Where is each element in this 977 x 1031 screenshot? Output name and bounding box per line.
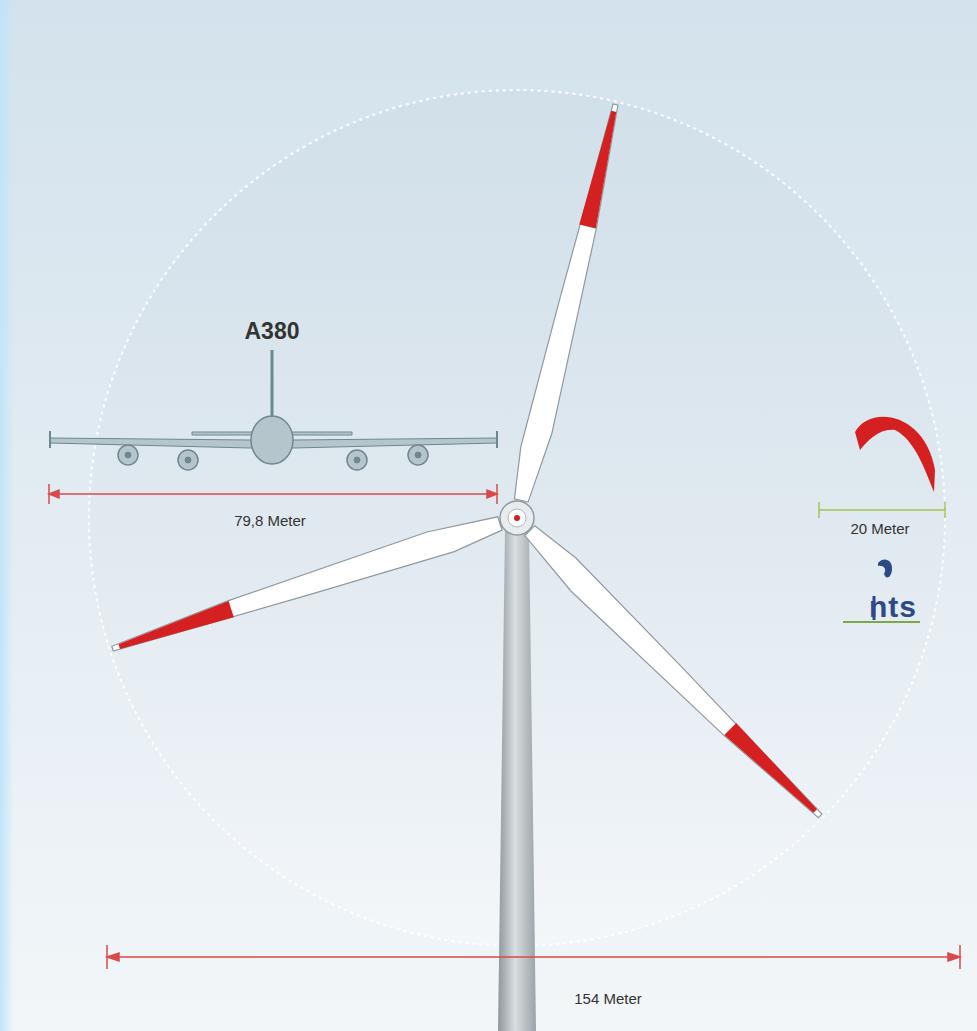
blade — [520, 521, 828, 826]
dimension-label: 79,8 Meter — [234, 512, 306, 529]
hub — [500, 501, 534, 535]
hub-cap — [508, 509, 526, 527]
dimension-label: 20 Meter — [850, 520, 909, 537]
dimension-line — [819, 502, 945, 518]
tower — [498, 530, 536, 1031]
blade — [509, 102, 631, 504]
dimension-line — [49, 484, 497, 504]
aircraft-name: A380 — [245, 318, 300, 345]
edge-strip — [0, 0, 14, 1031]
dimension-label: 154 Meter — [574, 990, 642, 1007]
hub-dot — [514, 515, 520, 521]
a380-airplane — [50, 350, 497, 470]
kite — [855, 417, 935, 492]
blade — [108, 510, 504, 659]
logo-text: nts — [869, 590, 917, 624]
dimension-line — [107, 945, 960, 969]
